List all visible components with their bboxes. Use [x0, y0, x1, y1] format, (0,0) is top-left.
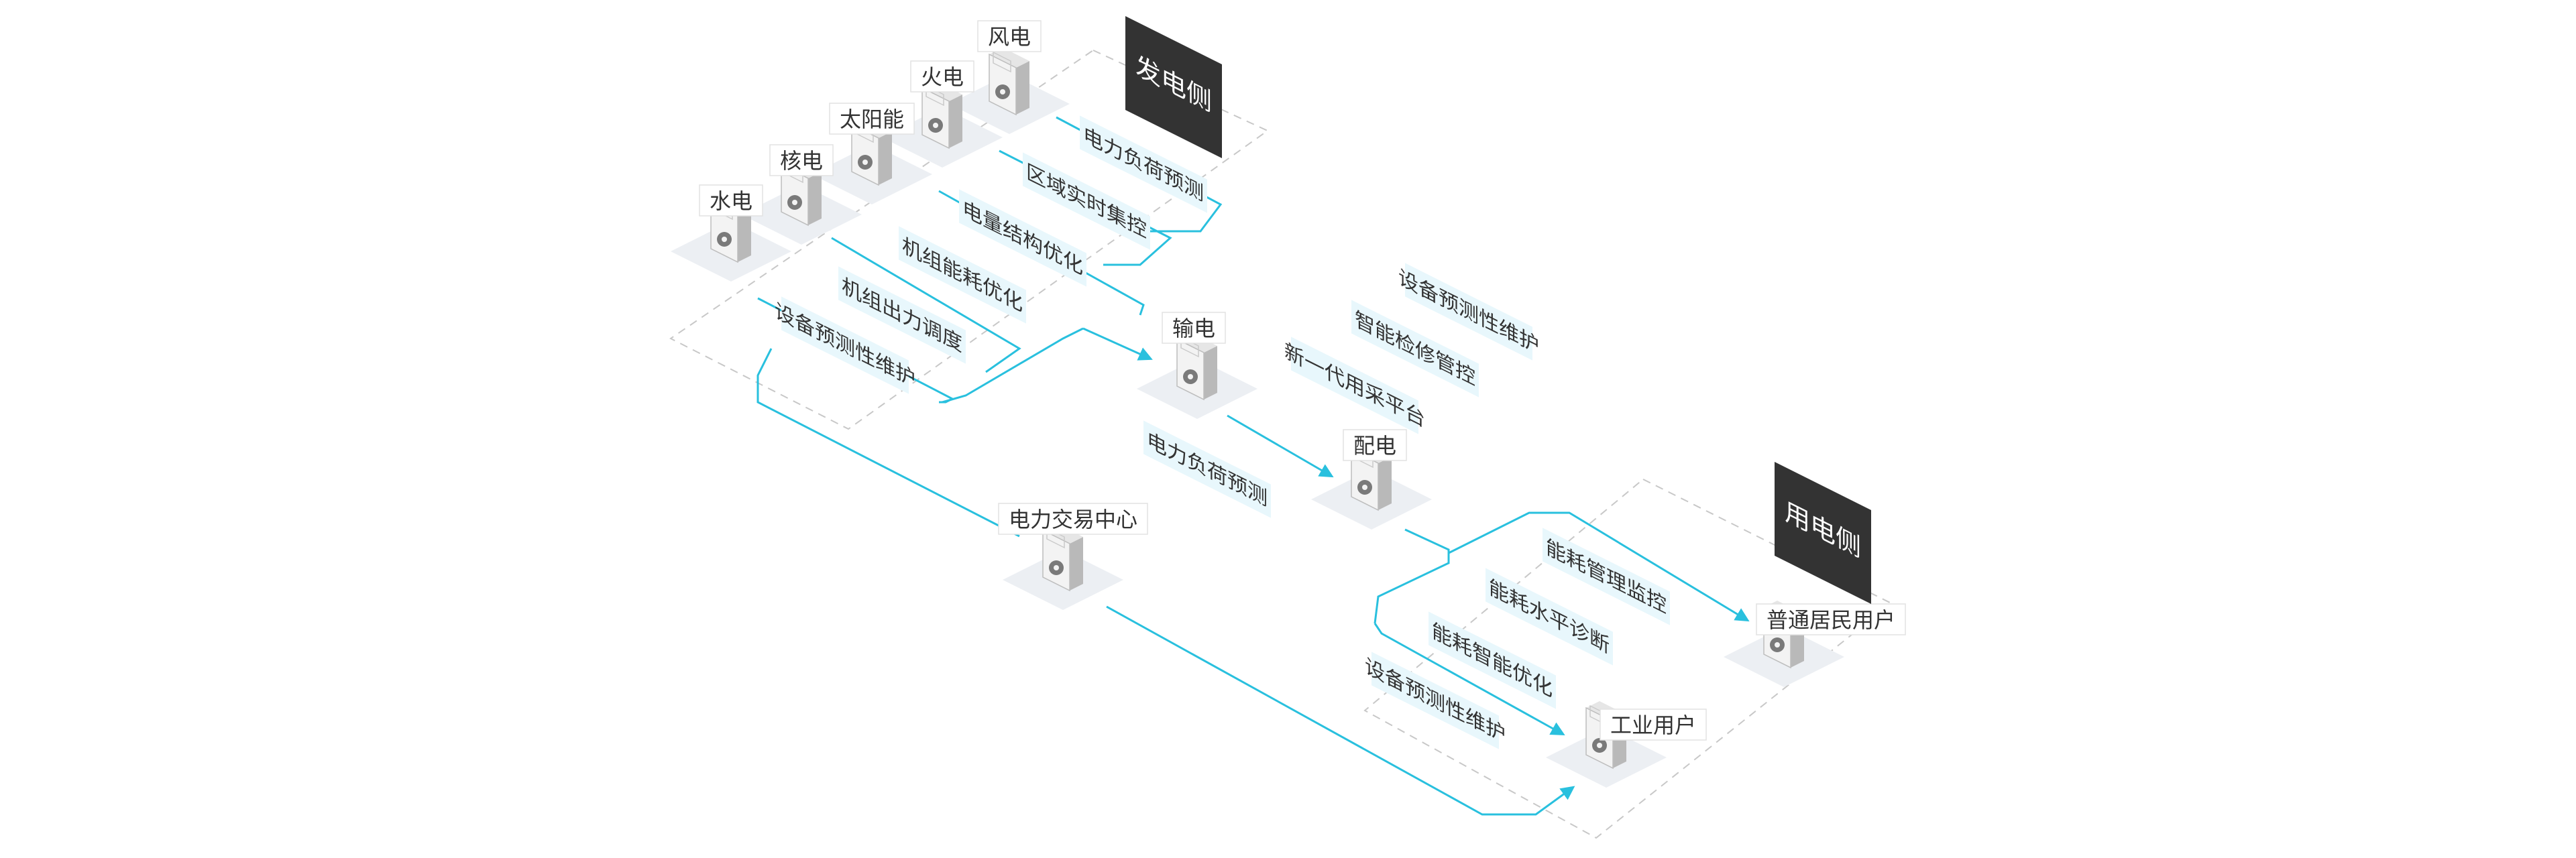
node-label: 火电	[921, 64, 964, 90]
node-trading-center: 电力交易中心	[998, 503, 1148, 610]
flow-line-nuclear	[831, 237, 1021, 373]
flow-line-transmission-distribution	[1227, 414, 1334, 478]
node-label-box	[910, 60, 974, 93]
function-label: 能耗水平诊断	[1489, 574, 1610, 659]
node-label-box	[1600, 709, 1707, 741]
flow-line-branch-resident	[1448, 511, 1750, 622]
flow-line-to-trading	[757, 348, 1020, 538]
node-label: 水电	[710, 188, 752, 214]
node-label: 电力交易中心	[1009, 507, 1137, 532]
node-label: 风电	[988, 24, 1031, 50]
node-label-box	[1343, 429, 1407, 461]
flow-line-distribution-consumption	[1374, 528, 1450, 624]
generation-side-label: 发电侧	[1125, 15, 1222, 159]
node-industrial: 工业用户	[1546, 700, 1707, 788]
node-label: 工业用户	[1610, 713, 1696, 738]
node-label-box	[829, 103, 915, 135]
node-resident: 普通居民用户	[1724, 600, 1906, 687]
consumption-side-label: 用电侧	[1775, 461, 1871, 605]
node-wind: 风电	[949, 20, 1070, 134]
node-label-box	[1756, 603, 1906, 635]
function-label: 电力负荷预测	[1147, 427, 1268, 511]
node-label: 太阳能	[840, 107, 904, 132]
node-distribution: 配电	[1311, 429, 1432, 530]
node-solar: 太阳能	[811, 103, 932, 204]
device-cabinet-icon	[989, 47, 1030, 115]
node-label-box	[699, 184, 763, 217]
function-label: 能耗管理监控	[1546, 534, 1667, 619]
flow-line-branch-industrial	[1374, 623, 1565, 736]
node-label-box	[977, 20, 1042, 52]
function-label: 能耗智能优化	[1432, 618, 1553, 702]
distribution-functions-chip: 电力负荷预测	[1143, 420, 1271, 518]
node-transmission: 输电	[1137, 312, 1257, 419]
node-hydro: 水电	[671, 184, 791, 282]
node-label: 输电	[1172, 316, 1215, 341]
node-label-box	[998, 503, 1148, 535]
node-label: 普通居民用户	[1767, 607, 1895, 633]
node-label: 核电	[780, 148, 823, 174]
node-nuclear: 核电	[741, 144, 862, 245]
node-label-box	[1162, 312, 1226, 344]
flow-line-trading-industrial	[1106, 605, 1575, 816]
flow-line-to-transmission	[1082, 327, 1153, 361]
node-label: 配电	[1353, 433, 1396, 458]
node-label-box	[769, 144, 834, 176]
